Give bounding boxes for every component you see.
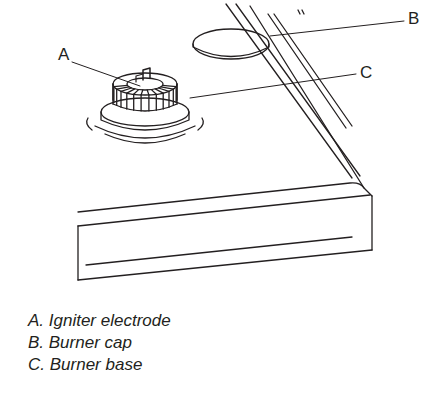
burner-port bbox=[156, 94, 157, 110]
legend-text: C. Burner base bbox=[28, 356, 142, 373]
legend-text: A. Igniter electrode bbox=[28, 312, 171, 329]
burner-port bbox=[120, 91, 121, 107]
leader-line bbox=[72, 21, 404, 98]
burner-port bbox=[168, 91, 169, 107]
burner-port bbox=[127, 89, 135, 93]
cooktop-edge bbox=[78, 4, 372, 280]
callout-letter: C bbox=[360, 64, 372, 81]
burner-cap bbox=[193, 29, 269, 59]
burner-port bbox=[116, 89, 117, 105]
burner-port bbox=[151, 90, 156, 95]
burner-port bbox=[134, 90, 139, 95]
burner-port bbox=[140, 95, 141, 111]
legend-text: B. Burner cap bbox=[28, 334, 132, 351]
burner-port bbox=[173, 89, 174, 105]
burner-port bbox=[114, 85, 128, 86]
callout-letter: B bbox=[408, 10, 419, 27]
callout-letter: A bbox=[58, 46, 69, 63]
burner-port bbox=[147, 90, 149, 95]
burner-port bbox=[176, 84, 177, 100]
burner-port bbox=[133, 94, 134, 110]
burner-port bbox=[141, 90, 143, 95]
burner-base bbox=[87, 68, 204, 143]
burner-port bbox=[113, 87, 114, 103]
burner-port bbox=[163, 85, 177, 86]
burner-port bbox=[163, 93, 164, 109]
burner-port bbox=[126, 93, 127, 109]
burner-port bbox=[161, 87, 173, 89]
burner-port bbox=[148, 95, 149, 111]
